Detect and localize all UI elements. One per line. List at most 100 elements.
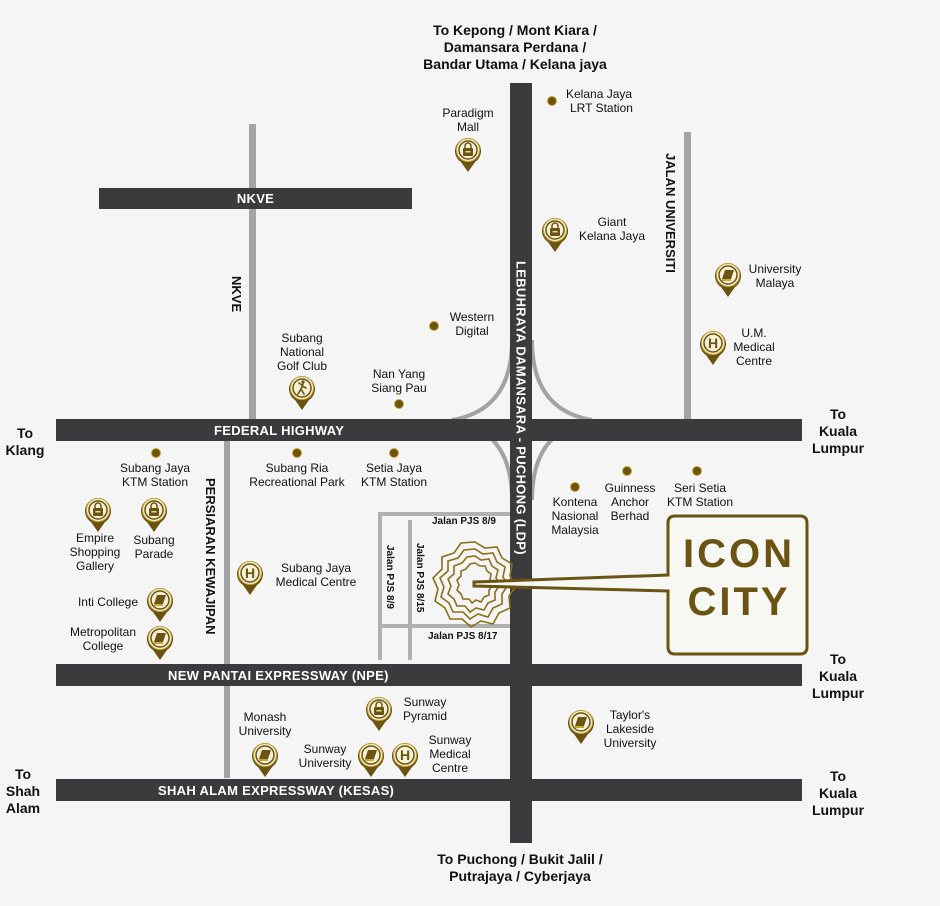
label-line: Subang Jaya — [119, 461, 191, 475]
label-line: Golf Club — [276, 359, 328, 373]
dest-line: Alam — [5, 800, 41, 816]
label-line: Kelana Jaya — [578, 229, 646, 243]
dest-line: Damansara Perdana / — [443, 39, 587, 55]
jalan-pjs-8-9-horizontal — [378, 512, 512, 516]
metropolitan-college-education-pin-icon[interactable] — [145, 623, 175, 661]
label-line: Lakeside — [605, 722, 655, 736]
label-line: Western — [449, 310, 495, 324]
label-line: Nan Yang — [372, 367, 426, 381]
sunway-pyramid-shopping-pin-icon[interactable] — [364, 694, 394, 732]
destination-south: To Puchong / Bukit Jalil / Putrajaya / C… — [420, 851, 620, 885]
taylors-lakeside-education-pin-icon[interactable] — [566, 707, 596, 745]
ldp-label: LEBUHRAYA DAMANSARA - PUCHONG (LDP) — [513, 261, 529, 555]
nkve-label: NKVE — [236, 191, 275, 206]
label-line: University — [298, 756, 352, 770]
jalan-pjs-8-17-label: Jalan PJS 8/17 — [428, 631, 498, 642]
label-line: Paradigm — [442, 106, 494, 120]
label-line: Subang — [133, 533, 175, 547]
subang-parade-shopping-pin-icon[interactable] — [139, 495, 169, 533]
nkve-road: NKVE — [99, 188, 412, 209]
destination-shah-alam: To Shah Alam — [3, 766, 43, 817]
persiaran-kewajipan-label: PERSIARAN KEWAJIPAN — [203, 478, 218, 635]
label-line: College — [82, 639, 124, 653]
nan-yang-siang-pau-dot[interactable] — [394, 399, 404, 409]
npe-label: NEW PANTAI EXPRESSWAY (NPE) — [168, 667, 389, 683]
label-line: Sunway — [303, 742, 347, 756]
kesas-label: SHAH ALAM EXPRESSWAY (KESAS) — [158, 782, 395, 798]
label-line: Pyramid — [402, 709, 447, 723]
university-malaya-education-pin-icon[interactable] — [713, 260, 743, 298]
npe-road: NEW PANTAI EXPRESSWAY (NPE) — [56, 664, 802, 686]
empire-shopping-gallery-pin-icon[interactable] — [83, 495, 113, 533]
label-line: Seri Setia — [673, 481, 727, 495]
label-line: Subang — [281, 331, 323, 345]
setia-jaya-ktm-dot[interactable] — [389, 448, 399, 458]
label-line: Guinness — [604, 481, 656, 495]
seri-setia-ktm-dot[interactable] — [692, 466, 702, 476]
western-digital-dot[interactable] — [429, 321, 439, 331]
federal-highway-road: FEDERAL HIGHWAY — [56, 419, 802, 441]
label-line: Centre — [431, 761, 469, 775]
sunway-medical-centre-hospital-pin-icon[interactable] — [390, 740, 420, 778]
subang-golf-club-golf-pin-icon[interactable] — [287, 373, 317, 411]
kelana-jaya-lrt-dot[interactable] — [547, 96, 557, 106]
label-line: University — [748, 262, 802, 276]
kontena-nasional-dot[interactable] — [570, 482, 580, 492]
dest-line: Kuala — [818, 668, 858, 684]
ldp-road: LEBUHRAYA DAMANSARA - PUCHONG (LDP) — [510, 83, 532, 843]
subang-ria-park-dot[interactable] — [292, 448, 302, 458]
dest-line: To Puchong / Bukit Jalil / — [437, 851, 603, 867]
inti-college-education-pin-icon[interactable] — [145, 585, 175, 623]
subang-jaya-ktm-dot[interactable] — [151, 448, 161, 458]
label-line: Taylor's — [609, 708, 651, 722]
label-line: Sunway — [428, 733, 472, 747]
dest-line: To — [829, 768, 847, 784]
giant-kelana-jaya-shopping-pin-icon[interactable] — [540, 215, 570, 253]
icon-city-line2: CITY — [687, 580, 791, 624]
label-line: Giant — [597, 215, 627, 229]
jalan-pjs-8-15-label: Jalan PJS 8/15 — [414, 543, 425, 613]
jalan-pjs-8-15 — [408, 520, 412, 660]
dest-line: Lumpur — [811, 440, 865, 456]
jalan-universiti-road — [684, 132, 691, 420]
dest-line: Shah — [5, 783, 41, 799]
label-line: Mall — [456, 120, 479, 134]
nkve-vertical-road — [249, 124, 256, 420]
paradigm-mall-shopping-pin-icon[interactable] — [453, 135, 483, 173]
label-line: Monash — [243, 710, 287, 724]
label-line: Metropolitan — [69, 625, 137, 639]
label-line: Siang Pau — [371, 381, 427, 395]
federal-highway-label: FEDERAL HIGHWAY — [214, 422, 345, 438]
dest-line: To — [14, 766, 32, 782]
persiaran-kewajipan-road — [224, 440, 230, 778]
label-line: Kontena — [552, 495, 598, 509]
jalan-pjs-8-9-vertical — [378, 512, 382, 660]
label-line: Medical Centre — [275, 575, 357, 589]
label-line: Shopping — [69, 545, 121, 559]
monash-university-education-pin-icon[interactable] — [250, 740, 280, 778]
label-line: U.M. — [741, 326, 767, 340]
guinness-anchor-dot[interactable] — [622, 466, 632, 476]
jalan-pjs-8-17 — [378, 624, 512, 628]
dest-line: Putrajaya / Cyberjaya — [449, 868, 591, 884]
dest-line: Kuala — [818, 423, 858, 439]
sunway-university-education-pin-icon[interactable] — [356, 740, 386, 778]
um-medical-centre-hospital-pin-icon[interactable] — [698, 328, 728, 366]
label-line: Malaysia — [551, 523, 599, 537]
subang-jaya-medical-centre-pin-icon[interactable] — [235, 558, 265, 596]
